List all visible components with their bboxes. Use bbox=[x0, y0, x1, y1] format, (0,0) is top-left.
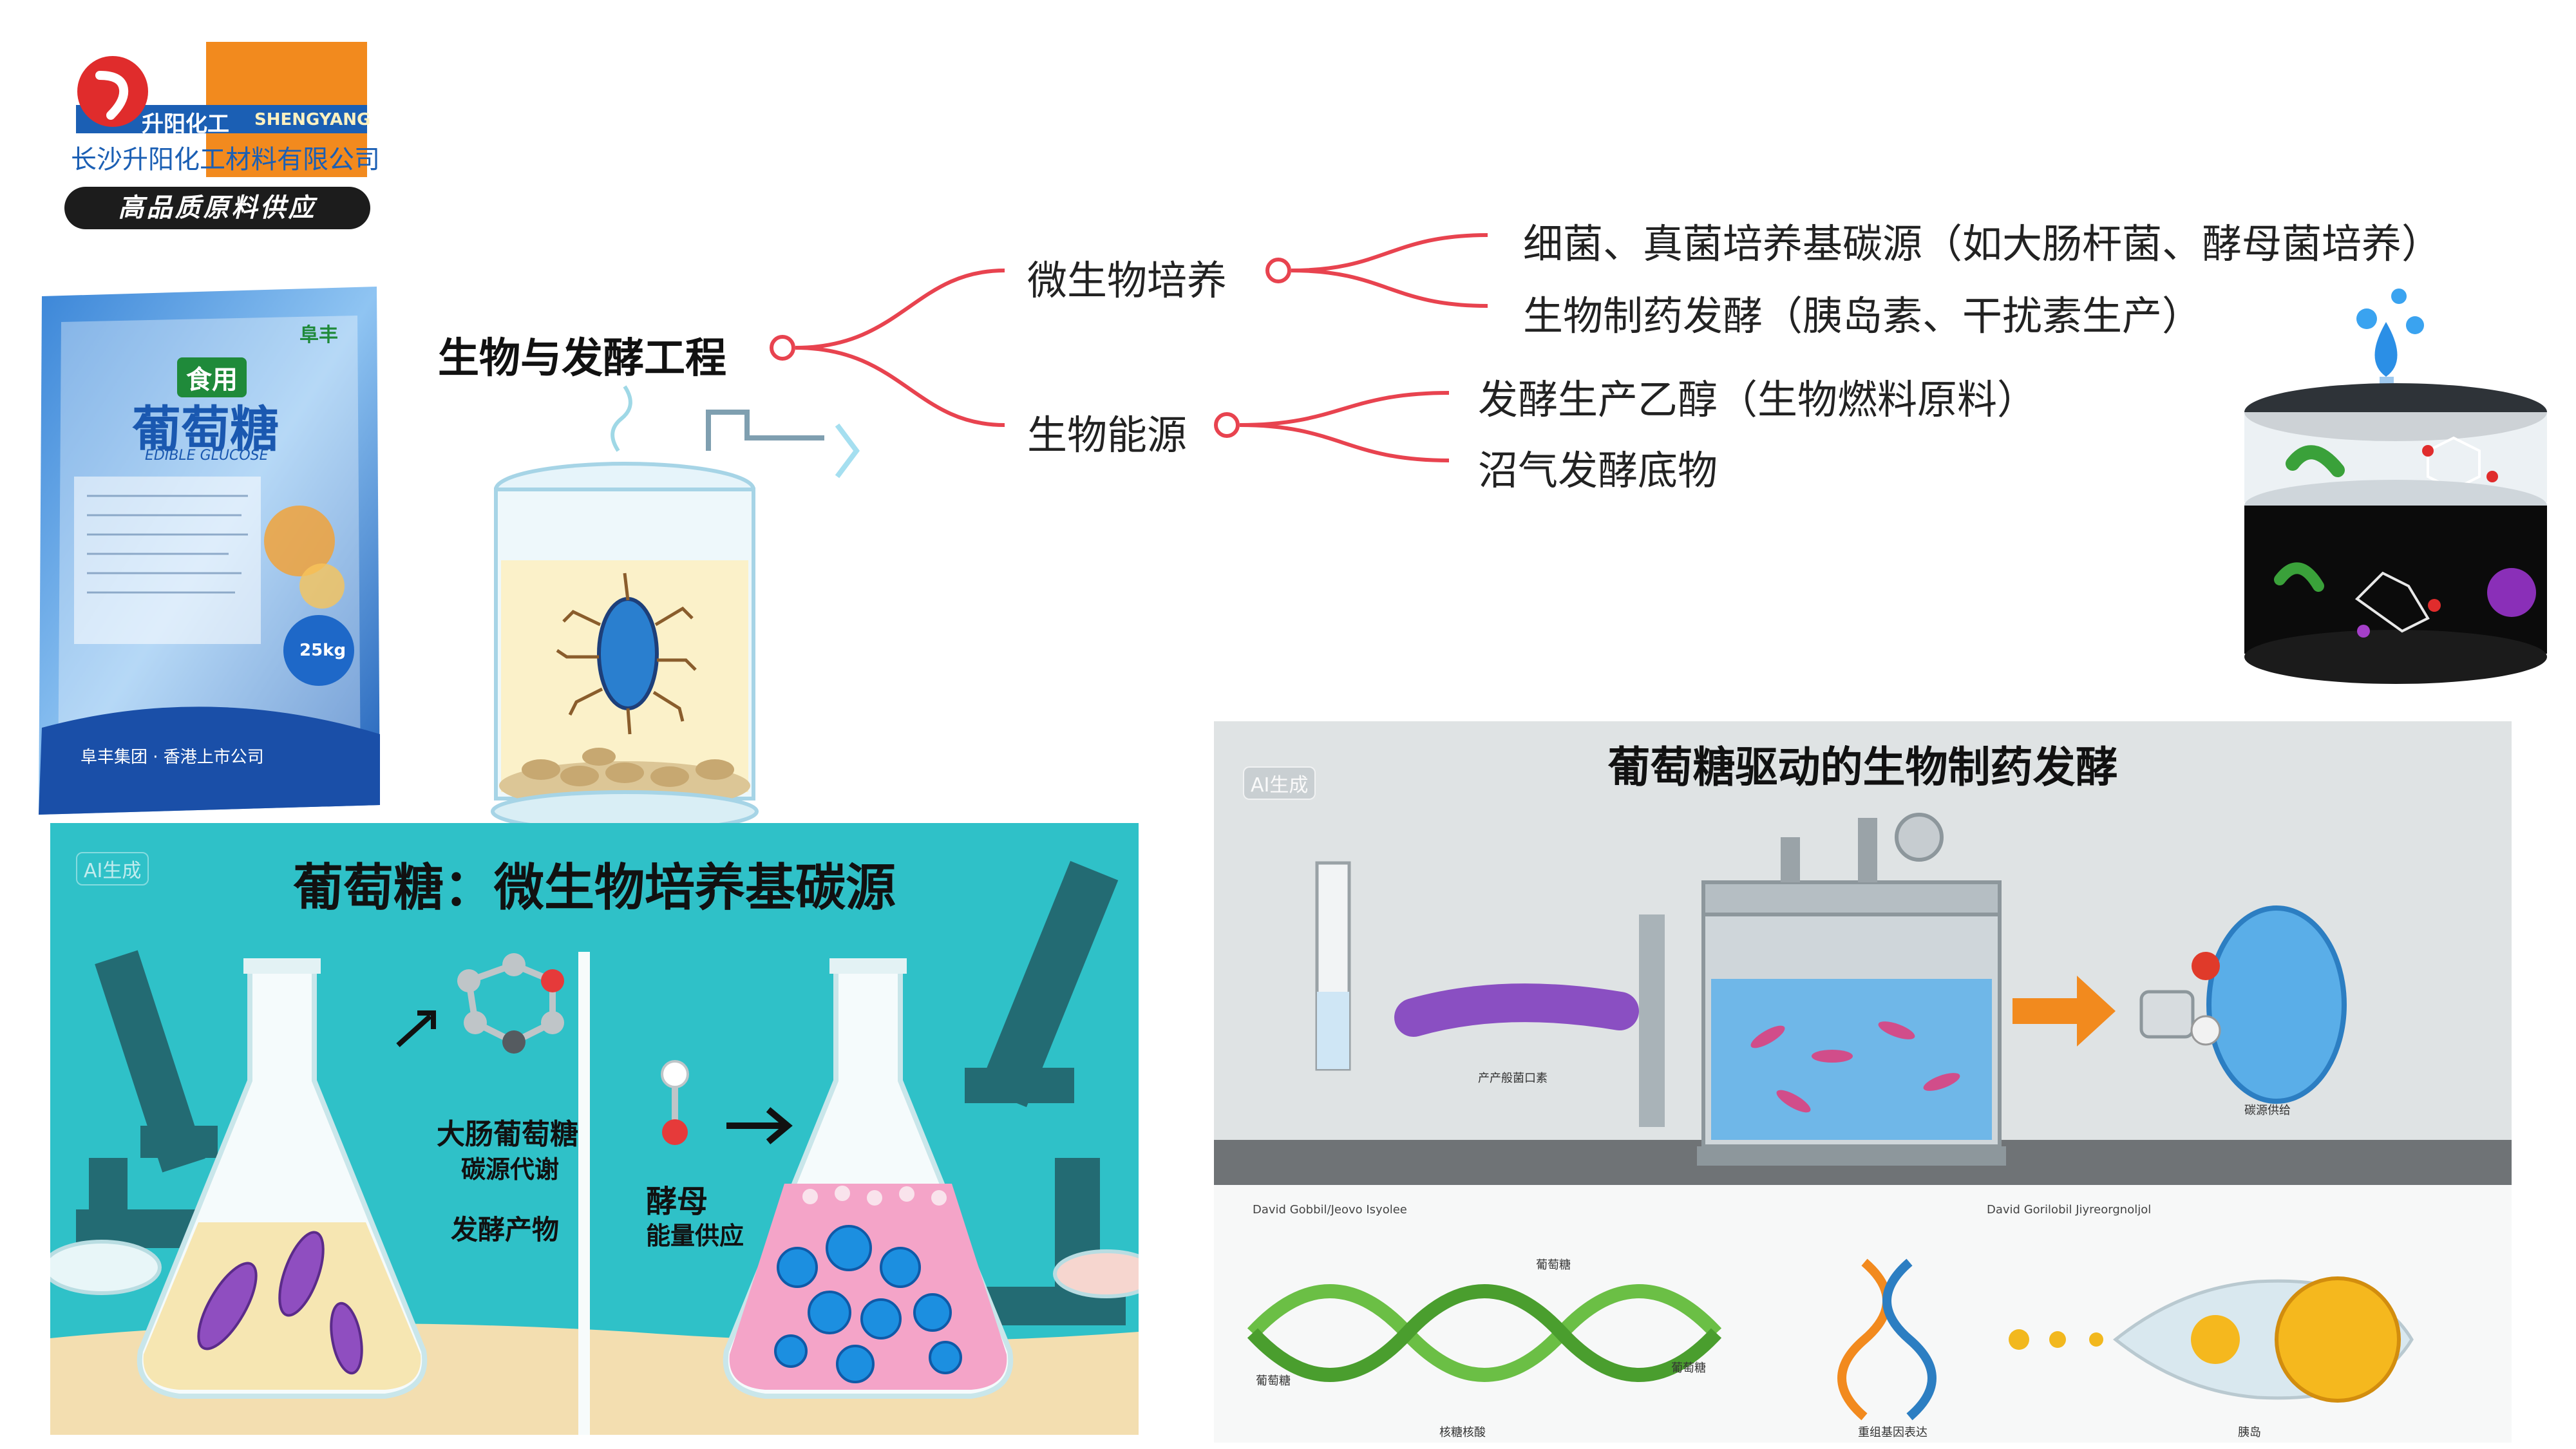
petri-dish-stack bbox=[2235, 270, 2557, 708]
pharma-gene-label: 重组基因表达 bbox=[1858, 1426, 1927, 1439]
culture-yeast-name: 酵母 bbox=[646, 1184, 708, 1220]
logo-slogan-pill: 高品质原料供应 bbox=[64, 187, 370, 229]
mindmap-branch-microbial: 微生物培养 bbox=[1027, 257, 1227, 304]
package-footer: 阜丰集团 · 香港上市公司 bbox=[80, 748, 264, 767]
pharma-cell-label: 胰岛 bbox=[2238, 1426, 2261, 1439]
branch1-node-dot bbox=[1265, 258, 1291, 283]
package-weight: 25kg bbox=[299, 641, 346, 660]
pharma-bacteria-caption: 产产般菌口素 bbox=[1478, 1072, 1548, 1085]
mindmap-branch-bioenergy: 生物能源 bbox=[1027, 412, 1188, 459]
branch2-node-dot bbox=[1214, 412, 1240, 438]
package-tag: 食用 bbox=[177, 357, 247, 397]
culture-ai-badge: AI生成 bbox=[76, 852, 149, 886]
connector-branch2-child1 bbox=[1239, 391, 1450, 427]
connector-branch1-child2 bbox=[1291, 269, 1488, 308]
pharma-dna-label-left: 葡萄糖 bbox=[1256, 1374, 1291, 1388]
package-english: EDIBLE GLUCOSE bbox=[145, 448, 269, 464]
culture-ecoli-product: 发酵产物 bbox=[451, 1214, 560, 1245]
pharma-credit-right: David Gorilobil Jiyreorgnoljol bbox=[1987, 1203, 2152, 1217]
mindmap-leaf-ethanol: 发酵生产乙醇（生物燃料原料） bbox=[1478, 376, 2038, 423]
mindmap-leaf-pharma-fermentation: 生物制药发酵（胰岛素、干扰素生产） bbox=[1523, 292, 2202, 339]
pharma-dna-label-bottom: 核糖核酸 bbox=[1439, 1426, 1486, 1439]
panel-culture-medium: AI生成 葡萄糖：微生物培养基碳源 大肠葡萄糖 碳源代谢 发酵产物 酵母 能量供… bbox=[50, 823, 1139, 1435]
company-logo: 升阳化工 SHENGYANG 长沙升阳化工材料有限公司 bbox=[71, 42, 380, 235]
connector-root-branch2 bbox=[795, 346, 1005, 427]
connector-root-branch1 bbox=[795, 269, 1005, 350]
culture-ecoli-name: 大肠葡萄糖 bbox=[437, 1118, 578, 1151]
culture-yeast-desc: 能量供应 bbox=[646, 1222, 744, 1250]
connector-branch2-child2 bbox=[1239, 423, 1450, 462]
root-node-dot bbox=[770, 335, 795, 361]
fermenter-illustration bbox=[464, 367, 876, 833]
pharma-output-caption: 碳源供给 bbox=[2244, 1104, 2291, 1117]
pharma-dna-label-top: 葡萄糖 bbox=[1536, 1258, 1571, 1272]
pharma-dna-label-right: 葡萄糖 bbox=[1671, 1361, 1706, 1375]
pharma-credit-left: David Gobbil/Jeovo Isyolee bbox=[1253, 1203, 1407, 1217]
culture-ecoli-desc: 碳源代谢 bbox=[461, 1155, 560, 1184]
pharma-ai-badge: AI生成 bbox=[1243, 766, 1316, 800]
mindmap-root: 生物与发酵工程 bbox=[438, 335, 726, 383]
logo-slogan: 高品质原料供应 bbox=[118, 193, 317, 223]
logo-circle-icon bbox=[77, 56, 148, 127]
glucose-package: 食用 葡萄糖 EDIBLE GLUCOSE 阜丰 25kg 阜丰集团 · 香港上… bbox=[35, 283, 383, 818]
panel-pharma-fermentation: AI生成 葡萄糖驱动的生物制药发酵 产产般菌口素 碳源供给 David Gobb… bbox=[1214, 721, 2512, 1443]
package-brand: 阜丰 bbox=[299, 324, 338, 346]
logo-brand-en: SHENGYANG bbox=[254, 110, 371, 129]
mindmap-leaf-biogas: 沼气发酵底物 bbox=[1478, 447, 1718, 494]
logo-company-name: 长沙升阳化工材料有限公司 bbox=[71, 145, 380, 175]
mindmap-leaf-culture-media: 细菌、真菌培养基碳源（如大肠杆菌、酵母菌培养） bbox=[1523, 220, 2442, 267]
logo-brand-cn: 升阳化工 bbox=[142, 111, 229, 137]
connector-branch1-child1 bbox=[1291, 233, 1488, 272]
culture-panel-title: 葡萄糖：微生物培养基碳源 bbox=[292, 859, 896, 917]
package-name: 葡萄糖 bbox=[132, 401, 279, 458]
pharma-panel-title: 葡萄糖驱动的生物制药发酵 bbox=[1607, 742, 2118, 792]
